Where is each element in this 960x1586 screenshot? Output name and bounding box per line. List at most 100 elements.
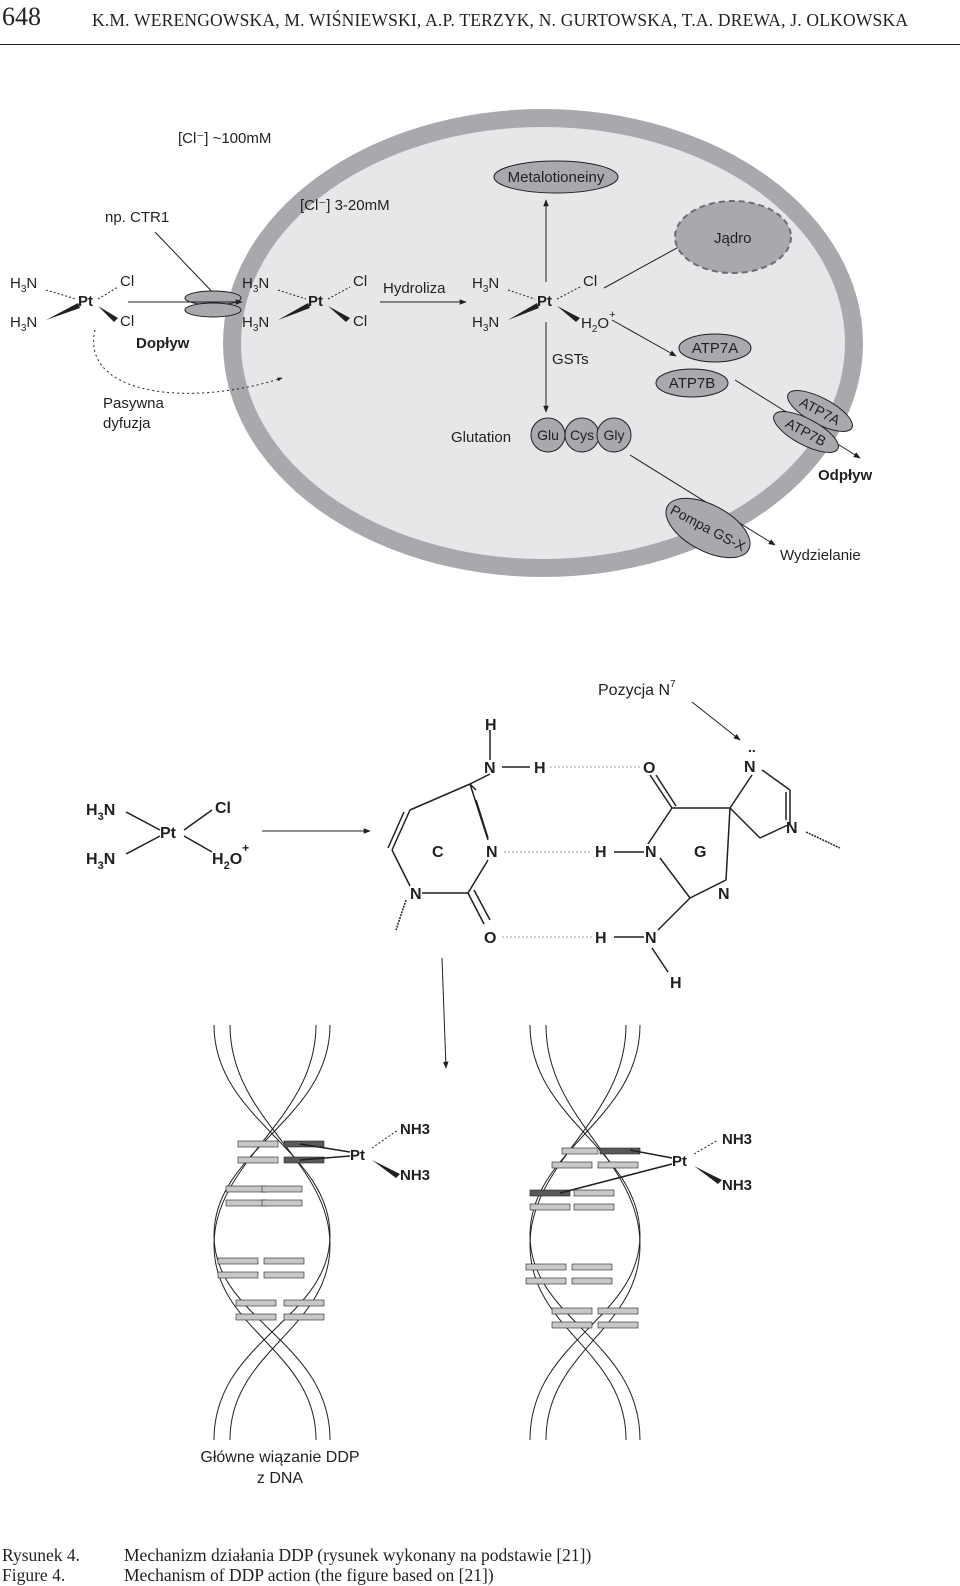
- svg-text:Pt: Pt: [78, 293, 93, 310]
- guanine-label: G: [694, 844, 706, 861]
- main-binding-label-1: Główne wiązanie DDP: [200, 1449, 359, 1466]
- cl-inside-label: [Cl⁻] 3-20mM: [300, 197, 390, 214]
- gsts-label: GSTs: [552, 351, 589, 368]
- cl-label: Cl: [353, 313, 367, 330]
- hydrolysis-label: Hydroliza: [383, 280, 446, 297]
- svg-text:H3N: H3N: [472, 275, 499, 295]
- dna-base-pairs-right: [525, 1147, 641, 1329]
- secretion-label: Wydzielanie: [780, 547, 861, 564]
- svg-text:Pt: Pt: [308, 293, 323, 310]
- glutathione-molecule: Glu Cys Gly: [530, 417, 632, 453]
- hydrogen-bonds: [502, 766, 640, 938]
- main-binding-label-2: z DNA: [257, 1470, 304, 1487]
- atp7a-label: ATP7A: [692, 340, 738, 357]
- efflux-label: Odpływ: [818, 467, 873, 484]
- glu-label: Glu: [537, 427, 559, 443]
- cytosine-base: [387, 730, 530, 931]
- dna-helix-left: [213, 1024, 331, 1441]
- transporter-label: np. CTR1: [105, 209, 169, 226]
- page-header: 648 K.M. WERENGOWSKA, M. WIŚNIEWSKI, A.P…: [0, 0, 960, 45]
- svg-text:NH3: NH3: [722, 1177, 752, 1194]
- svg-text:H3N: H3N: [10, 275, 37, 295]
- svg-text:N: N: [744, 759, 756, 776]
- cisplatin-outside: H3N H3N Pt Cl Cl: [10, 273, 134, 334]
- metallothionein-label: Metalotioneiny: [508, 169, 605, 186]
- nh3-label: NH3: [400, 1167, 430, 1184]
- arrow-atp7a: [611, 319, 677, 357]
- cys-label: Cys: [570, 427, 594, 443]
- platinum-adduct-left: Pt NH3 NH3: [299, 1121, 430, 1184]
- svg-text:N: N: [645, 844, 657, 861]
- page-number: 648: [2, 2, 41, 31]
- svg-text:..: ..: [748, 739, 756, 755]
- arrow-to-helix: [441, 957, 449, 1069]
- svg-text:O: O: [484, 930, 496, 947]
- passive-diffusion-arrow: [93, 329, 283, 394]
- svg-text:Pt: Pt: [350, 1147, 365, 1164]
- svg-text:H3N: H3N: [86, 802, 115, 823]
- passive-diffusion-label-1: Pasywna: [103, 395, 165, 412]
- svg-text:NH3: NH3: [722, 1131, 752, 1148]
- svg-text:NH3: NH3: [400, 1167, 430, 1184]
- svg-text:H: H: [595, 844, 607, 861]
- arrow-n7: [691, 701, 741, 741]
- caption-polish-text: Mechanizm działania DDP (rysunek wykonan…: [124, 1545, 592, 1565]
- cl-label: Cl: [215, 800, 231, 817]
- svg-text:N: N: [410, 886, 422, 903]
- nucleus-node: [674, 200, 792, 274]
- position-n7-label: Pozycja N7: [598, 679, 676, 699]
- svg-text:Pt: Pt: [537, 293, 552, 310]
- svg-text:H3N: H3N: [472, 314, 499, 334]
- glutathione-label: Glutation: [451, 429, 511, 446]
- atp7b-label: ATP7B: [669, 375, 715, 392]
- cytosine-label: C: [432, 844, 444, 861]
- cl-outside-label: [Cl⁻] ~100mM: [178, 130, 271, 147]
- svg-text:H: H: [485, 717, 497, 734]
- nh3-label: NH3: [722, 1177, 752, 1194]
- cl-label: Cl: [583, 273, 597, 290]
- aquated-cisplatin-dna: H3N H3N Pt Cl H2O+: [86, 800, 249, 872]
- cl-label: Cl: [353, 273, 367, 290]
- svg-text:H3N: H3N: [242, 275, 269, 295]
- svg-text:Pt: Pt: [672, 1153, 687, 1170]
- svg-text:H: H: [534, 760, 546, 777]
- running-head-authors: K.M. WERENGOWSKA, M. WIŚNIEWSKI, A.P. TE…: [92, 10, 909, 30]
- nucleus-label: Jądro: [714, 230, 752, 247]
- cl-label: Cl: [120, 273, 134, 290]
- atp7a-node: [678, 333, 752, 363]
- svg-text:N: N: [486, 844, 498, 861]
- svg-text:H2O+: H2O+: [212, 841, 249, 872]
- svg-text:H3N: H3N: [86, 851, 115, 872]
- arrow-secretion: [629, 454, 776, 546]
- metallothionein-node: [493, 160, 619, 194]
- svg-text:H3N: H3N: [10, 314, 37, 334]
- caption-english-label: Figure 4.: [2, 1565, 66, 1585]
- arrow-nucleus: [603, 242, 687, 289]
- svg-text:H: H: [670, 975, 682, 992]
- gly-label: Gly: [604, 427, 625, 443]
- nh3-label: NH3: [722, 1131, 752, 1148]
- dna-binding-diagram: Pozycja N7 H3N H3N Pt Cl H2O+: [86, 679, 841, 1487]
- svg-text:H3N: H3N: [242, 314, 269, 334]
- svg-text:N: N: [484, 760, 496, 777]
- passive-diffusion-label-2: dyfuzja: [103, 415, 151, 432]
- svg-text:N: N: [645, 930, 657, 947]
- dna-base-pairs-left: [217, 1140, 325, 1321]
- influx-label: Dopływ: [136, 335, 190, 352]
- svg-text:NH3: NH3: [400, 1121, 430, 1138]
- guanine-base: [614, 769, 841, 973]
- atp7b-node: [655, 368, 729, 398]
- svg-text:O: O: [643, 760, 655, 777]
- cell-diagram: [Cl⁻] ~100mM [Cl⁻] 3-20mM np. CTR1 H3N H…: [10, 109, 873, 577]
- platinum-adduct-right: Pt NH3 NH3: [559, 1131, 752, 1194]
- caption-polish-label: Rysunek 4.: [2, 1545, 81, 1565]
- svg-text:N: N: [718, 886, 730, 903]
- atp7b-membrane: ATP7B: [773, 411, 839, 453]
- svg-text:N: N: [786, 820, 798, 837]
- svg-text:H: H: [595, 930, 607, 947]
- transporter-pointer: [154, 231, 221, 301]
- svg-text:Pt: Pt: [160, 825, 177, 842]
- caption-english-text: Mechanism of DDP action (the figure base…: [124, 1565, 494, 1585]
- dna-helix-right: [529, 1024, 641, 1441]
